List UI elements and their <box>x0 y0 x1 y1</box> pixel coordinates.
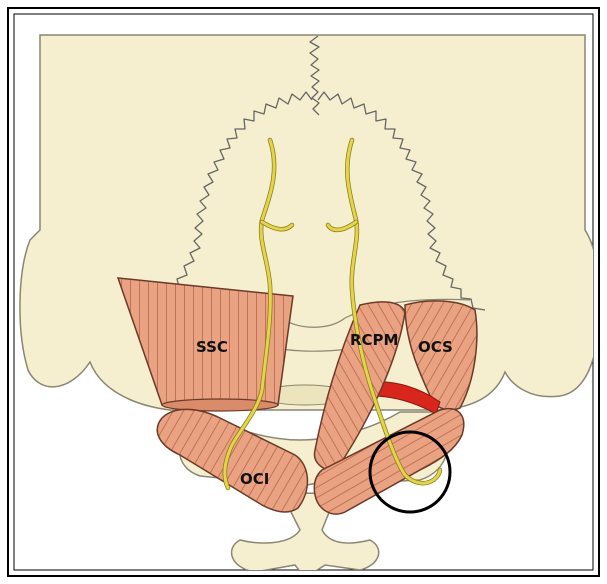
skull-occiput <box>20 35 599 410</box>
label-ssc: SSC <box>196 338 228 356</box>
label-oci: OCI <box>240 470 269 488</box>
label-rcpm: RCPM <box>350 331 398 349</box>
label-ocs: OCS <box>418 338 453 356</box>
